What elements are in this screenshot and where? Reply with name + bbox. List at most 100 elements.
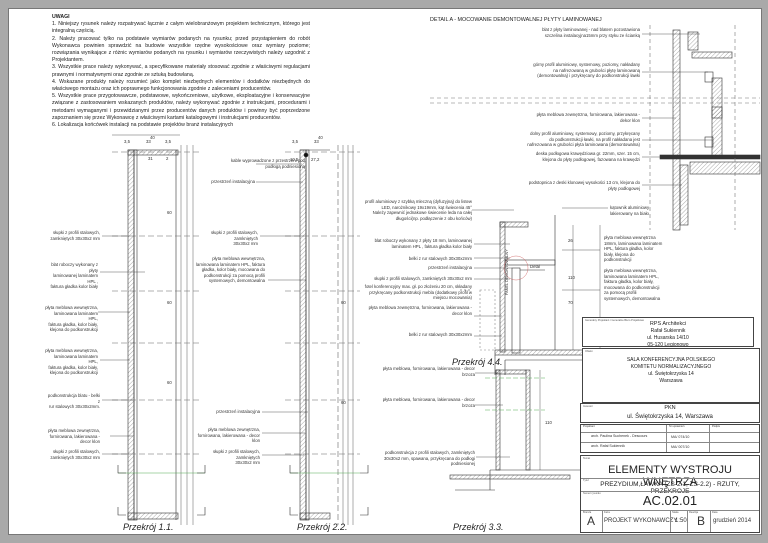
annotation: podkonstrukcja blatu - belki z rur stalo… bbox=[47, 393, 100, 410]
note-item: 4. Wskazane produkty należy rozumieć jak… bbox=[52, 78, 310, 93]
section-title: Przekrój 3.3. bbox=[453, 522, 504, 532]
date: grudzień 2014 bbox=[713, 518, 752, 524]
annotation: płyta meblowa wewnętrzna, laminowana lam… bbox=[45, 348, 98, 376]
annotation: słupki z profili stalowych, zamkniętych … bbox=[50, 449, 100, 460]
annotation: górny profil aluminiowy, systemowy, pozi… bbox=[533, 62, 640, 79]
section-title: Przekrój 1.1. bbox=[123, 522, 174, 532]
annotation: blat roboczy wykonany z płyty 18 mm, lam… bbox=[374, 238, 472, 249]
section-3-3-drawing bbox=[449, 369, 580, 491]
note-item: 5. Wszystkie prace przygotowawcze, podst… bbox=[52, 93, 310, 121]
annotation: dolny profil aluminiowy, systemowy, pozi… bbox=[527, 131, 640, 148]
revision: B bbox=[697, 514, 706, 528]
annotation: przestrzeń instalacyjna bbox=[216, 409, 260, 414]
team-header: Nr uprawnień bbox=[669, 425, 685, 428]
team-member-license: MA/ 007/10 bbox=[671, 445, 690, 449]
dim-label: 27,2 bbox=[311, 157, 320, 162]
dim-label: 40 bbox=[150, 135, 155, 140]
annotation: płyta meblowa zewnętrzna, fornirowana, l… bbox=[536, 112, 640, 123]
dim-label: 70 bbox=[568, 300, 573, 305]
dim-label: 10,5 bbox=[290, 157, 299, 162]
annotation: płyta meblowa, fornirowana, lakierowana … bbox=[382, 366, 475, 377]
caption: Generalny Projektant / Generalne Biuro P… bbox=[585, 319, 644, 322]
detail-marker[interactable]: Detal bbox=[530, 264, 541, 269]
section-title: Przekrój 4.4. bbox=[452, 357, 503, 367]
dim-label: 110 bbox=[568, 275, 575, 280]
dim-label: 31 bbox=[148, 156, 153, 161]
note-item: 2. Należy pracować tylko na podstawie wy… bbox=[52, 35, 310, 64]
detail-title: DETAIL A - MOCOWANIE DEMONTOWALNEJ PŁYTY… bbox=[430, 17, 602, 23]
object-line: Warszawa bbox=[659, 378, 683, 384]
dim-label: 60 bbox=[167, 300, 172, 305]
annotation: słupki z profili stalowych, zamkniętych … bbox=[50, 230, 100, 241]
annotation: płyta meblowa wewnętrzna, laminowana lam… bbox=[195, 256, 265, 284]
annotation: płyta meblowa zewnętrzna, fornirowana, l… bbox=[368, 305, 472, 316]
object-line: KOMITETU NORMALIZACYJNEGO bbox=[630, 364, 712, 370]
annotation: deska podłogowa krawędziowa gr. 22mm, sz… bbox=[535, 151, 640, 162]
caption: Skala bbox=[672, 511, 679, 514]
section-2-2-drawing bbox=[285, 145, 369, 525]
note-item: 1. Niniejszy rysunek należy rozpatrywać … bbox=[52, 21, 310, 35]
topic: ELEMENTY WYSTROJU WNĘTRZA bbox=[608, 464, 732, 488]
object-line: ul. Świętokrzyska 14 bbox=[648, 371, 694, 377]
dim-label: 3,5 bbox=[292, 139, 298, 144]
drawing-title-box: Temat ELEMENTY WYSTROJU WNĘTRZA Tytuł PR… bbox=[580, 455, 760, 533]
dim-label: 2 bbox=[166, 156, 169, 161]
dim-label: 60 bbox=[167, 210, 172, 215]
team-header: Podpis bbox=[712, 425, 720, 428]
caption: Rewizja bbox=[689, 511, 699, 514]
dim-label: 110 bbox=[545, 420, 552, 425]
caption: Inwestor bbox=[583, 405, 593, 408]
team-header: Projektant bbox=[583, 425, 595, 428]
designer-line: 05-120 Legionowo bbox=[647, 342, 689, 348]
annotation: podkonstrukcja z profili stalowych, zamk… bbox=[383, 450, 475, 467]
annotation: płyta meblowa wewnętrzna, laminowana lam… bbox=[45, 305, 98, 333]
annotation: płyta meblowa, fornirowana, lakierowana … bbox=[382, 397, 475, 408]
team-member-name: arch. Paulina Suchenek - Descours bbox=[591, 434, 648, 438]
annotation: blat z płyty laminowanej - nad blatem po… bbox=[542, 27, 640, 38]
annotation: kątownik aluminiowy lakierowany na biało bbox=[610, 205, 650, 216]
annotation: fotel konferencyjny max. gł. po złożeniu… bbox=[364, 284, 472, 301]
annotation: płyta meblowa zewnętrzna, fornirowana, l… bbox=[48, 428, 100, 445]
caption: Numer rysunku bbox=[583, 492, 601, 495]
general-notes: UWAGI 1. Niniejszy rysunek należy rozpat… bbox=[52, 14, 310, 129]
annotation: płyta meblowa wewnętrzna 18mm, laminowan… bbox=[604, 235, 663, 263]
note-item: 3. Wszystkie prace należy wykonywać, a s… bbox=[52, 64, 310, 78]
annotation: przestrzeń instalacyjna bbox=[428, 265, 472, 270]
caption: Branża bbox=[583, 511, 592, 514]
designer-box: Generalny Projektant / Generalne Biuro P… bbox=[582, 317, 754, 348]
annotation: belki z rur stalowych 30x30x2mm bbox=[408, 332, 472, 337]
team-table: Projektant Nr uprawnień Podpis arch. Pau… bbox=[580, 424, 760, 453]
annotation: przestrzeń instalacyjna bbox=[211, 179, 255, 184]
investor-name: PKN bbox=[664, 405, 676, 411]
designer-line: Rafał Sukiennik bbox=[650, 328, 686, 334]
section-title: Przekrój 2.2. bbox=[297, 522, 348, 532]
team-member-license: MA/ 074/10 bbox=[671, 435, 690, 439]
annotation: słupki z profili stalowych, zamkniętych … bbox=[374, 276, 472, 281]
object-line: SALA KONFERENCYJNA POLSKIEGO bbox=[626, 357, 716, 363]
annotation: podstopnica z deski klonowej wysokości 1… bbox=[528, 180, 640, 191]
branch: A bbox=[587, 514, 596, 528]
investor-address: ul. Świętokrzyska 14, Warszawa bbox=[627, 414, 713, 420]
annotation: słupki z profili stalowych, zamkniętych … bbox=[212, 449, 260, 466]
caption: Data bbox=[712, 511, 718, 514]
designer-line: RPS Architekci bbox=[649, 321, 687, 327]
annotation: słupki z profili stalowych, zamkniętych … bbox=[210, 230, 258, 247]
caption: Temat bbox=[583, 457, 591, 460]
dim-label: 60 bbox=[341, 300, 346, 305]
dim-label: 3,5 bbox=[165, 139, 171, 144]
annotation: blat roboczy wykonany z płyty laminowane… bbox=[50, 262, 98, 290]
detail-a-drawing bbox=[430, 25, 761, 231]
annotation: płyta meblowa zewnętrzna, fornirowana, l… bbox=[197, 427, 260, 444]
object-box: Obiekt SALA KONFERENCYJNA POLSKIEGO KOMI… bbox=[582, 348, 760, 403]
investor-box: Inwestor PKN ul. Świętokrzyska 14, Warsz… bbox=[580, 403, 760, 423]
dim-label: 3,5 bbox=[124, 139, 130, 144]
dim-label: 33 bbox=[146, 139, 151, 144]
scale: 1:50 bbox=[675, 518, 687, 524]
section-1-1-drawing bbox=[112, 134, 206, 525]
dim-label: 26 bbox=[568, 238, 573, 243]
panel-label: PANEL DEMONTOWALNY bbox=[505, 249, 509, 295]
annotation: belki z rur stalowych 30x30x2mm bbox=[408, 256, 472, 261]
caption: Obiekt bbox=[585, 350, 593, 353]
dim-label: 33 bbox=[314, 139, 319, 144]
